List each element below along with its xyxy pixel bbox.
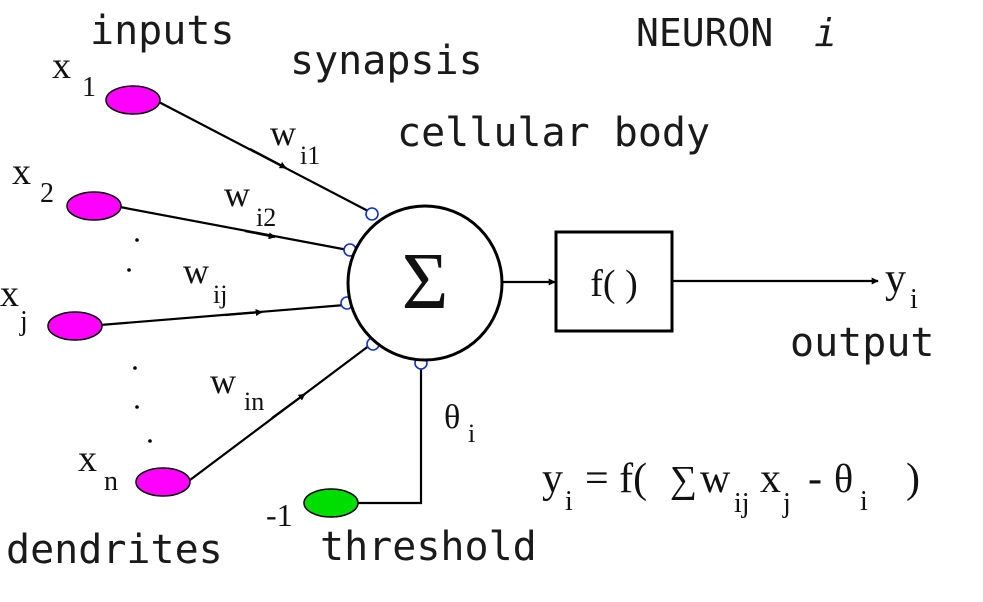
dendrite-arrow-1 xyxy=(249,148,287,169)
activation-box xyxy=(554,230,674,333)
output-sub: i xyxy=(910,284,918,315)
input-label-2: x 2 xyxy=(12,151,54,209)
input-var-2: x xyxy=(12,151,31,193)
input-node-1 xyxy=(105,85,161,115)
dendrite-arrow-j xyxy=(224,309,263,317)
theta-symbol: θ i xyxy=(444,399,475,448)
ellipsis-dots-upper xyxy=(127,238,139,272)
weight-label-j: w ij xyxy=(183,251,227,309)
ellipsis-dots-lower xyxy=(133,366,152,443)
input-var-j: x xyxy=(0,273,19,315)
dendrite-arrow-2 xyxy=(244,229,276,240)
threshold-label: threshold xyxy=(320,524,537,570)
input-node-2 xyxy=(66,191,122,221)
input-label-n: x n xyxy=(78,438,118,497)
formula-lhs-sub: i xyxy=(565,486,573,517)
formula-minus: - xyxy=(808,456,822,502)
dendrite-line-j xyxy=(99,303,346,327)
input-node-j xyxy=(47,311,103,341)
weight-sub-j: ij xyxy=(213,280,227,309)
threshold-input-label: -1 xyxy=(266,497,293,533)
weight-sub-n: in xyxy=(244,387,264,416)
weight-var-2: w xyxy=(224,174,250,214)
weight-var-j: w xyxy=(183,251,209,291)
weight-label-1: w i1 xyxy=(270,113,320,170)
input-sub-1: 1 xyxy=(82,72,96,103)
input-label-j: x j xyxy=(0,273,28,337)
input-var-1: x xyxy=(52,45,71,87)
formula-close: ) xyxy=(906,456,920,502)
theta-sub: i xyxy=(468,419,475,448)
weight-sub-1: i1 xyxy=(300,141,320,170)
formula: y i = f( ∑ w ij x j - θ i ) xyxy=(542,456,920,519)
formula-eq: = f( xyxy=(585,456,647,502)
neuron-title-word: NEURON xyxy=(636,11,773,55)
formula-w-sub: ij xyxy=(734,488,750,519)
weight-sub-2: i2 xyxy=(256,203,276,232)
input-sub-n: n xyxy=(104,466,118,497)
weight-label-n: w in xyxy=(210,361,264,416)
input-label-1: x 1 xyxy=(52,45,96,103)
formula-sigma: ∑ xyxy=(670,459,697,501)
formula-theta-sub: i xyxy=(860,486,868,517)
formula-x: x xyxy=(760,456,781,502)
neuron-title-index: i xyxy=(814,11,837,55)
threshold-node xyxy=(303,488,359,518)
dendrite-line-2 xyxy=(119,205,349,252)
formula-theta: θ xyxy=(834,456,853,501)
output-label: output xyxy=(790,320,935,366)
inputs-label: inputs xyxy=(90,8,235,54)
input-node-n xyxy=(135,467,191,497)
threshold-line xyxy=(356,365,423,505)
formula-x-sub: j xyxy=(782,488,791,519)
input-sub-2: 2 xyxy=(40,178,54,209)
theta-var: θ xyxy=(444,399,460,436)
formula-w: w xyxy=(700,456,731,502)
cellular-body-label: cellular body xyxy=(397,110,710,156)
input-sub-j: j xyxy=(19,306,28,337)
weight-label-2: w i2 xyxy=(224,174,276,232)
weight-var-1: w xyxy=(270,113,296,153)
output-symbol: y i xyxy=(885,256,918,315)
synapsis-label: synapsis xyxy=(290,38,483,84)
weight-var-n: w xyxy=(210,361,236,401)
activation-label: f( ) xyxy=(590,263,637,305)
dendrite-arrow-n xyxy=(271,393,306,419)
sum-symbol: Σ xyxy=(402,238,449,326)
dendrites-label: dendrites xyxy=(6,527,223,573)
input-var-n: x xyxy=(78,438,97,480)
output-var: y xyxy=(885,256,906,302)
neuron-title: NEURON i xyxy=(636,11,837,55)
formula-lhs: y xyxy=(542,456,563,502)
